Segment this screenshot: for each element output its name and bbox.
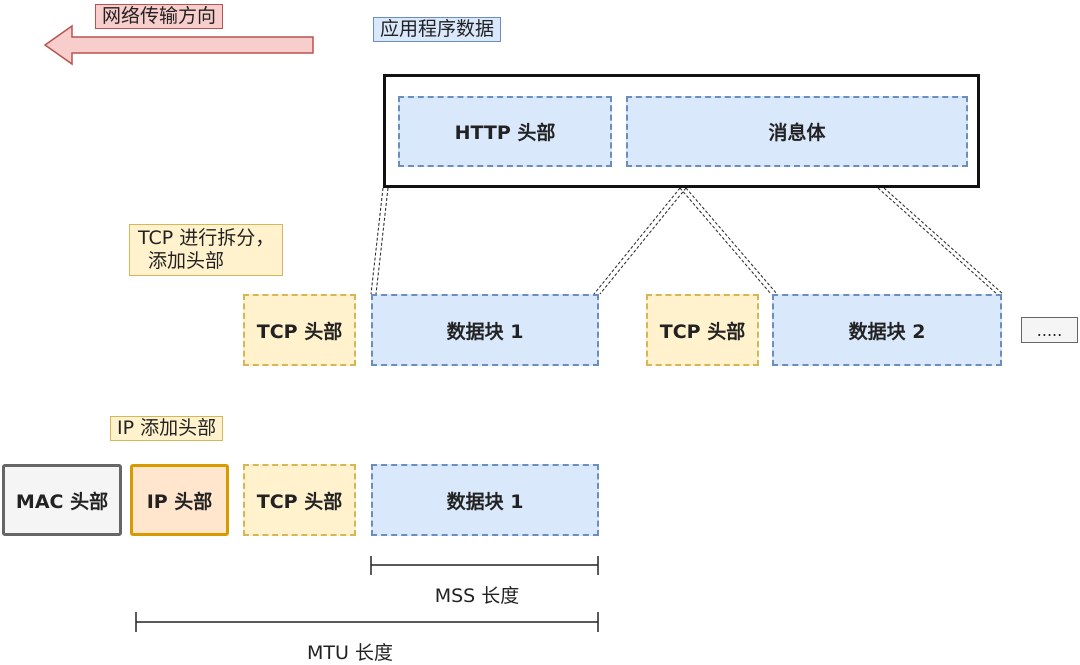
data-block-box: 数据块 2: [772, 294, 1002, 366]
app-data-label: 应用程序数据: [373, 17, 502, 42]
tcp-step-line1: TCP 进行拆分，: [138, 227, 275, 249]
split-connectors: [370, 187, 1004, 295]
tcp-step-line2: 添加头部: [148, 249, 225, 272]
data-block-box: 数据块 1: [371, 294, 599, 366]
http-header-box: HTTP 头部: [398, 96, 612, 167]
direction-label: 网络传输方向: [95, 4, 224, 29]
message-body-box: 消息体: [626, 96, 968, 167]
ip-step-label: IP 添加头部: [110, 416, 224, 441]
tcp-header-box: TCP 头部: [243, 294, 356, 366]
data-block-box: 数据块 1: [371, 464, 599, 536]
mtu-dimension-line: [135, 612, 599, 632]
mac-header-box: MAC 头部: [2, 464, 122, 536]
direction-arrow-icon: [43, 24, 314, 66]
mtu-label: MTU 长度: [307, 642, 393, 664]
ip-header-box: IP 头部: [130, 464, 229, 536]
mss-dimension-line: [370, 556, 599, 575]
mss-label: MSS 长度: [434, 585, 520, 607]
tcp-header-box: TCP 头部: [243, 464, 356, 536]
tcp-step-label: TCP 进行拆分， 添加头部: [129, 224, 284, 276]
more-segments-box: .....: [1021, 317, 1078, 343]
tcp-header-box: TCP 头部: [646, 294, 759, 366]
